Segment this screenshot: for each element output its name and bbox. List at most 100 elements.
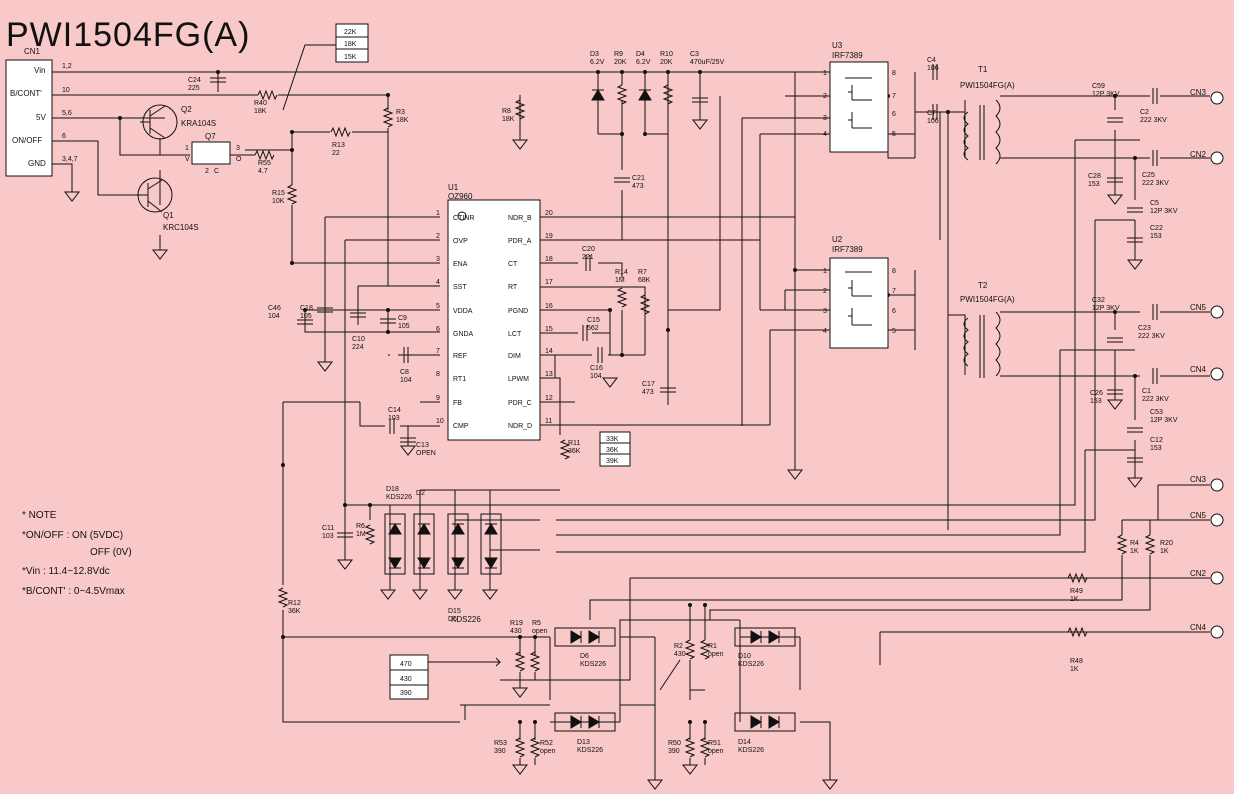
r48-value: 1K <box>1070 666 1079 673</box>
r13-symbol <box>330 126 351 138</box>
q2-part: KRA104S <box>181 119 216 128</box>
u2-pin8: 8 <box>892 268 896 275</box>
u1-pin-19-num: 19 <box>545 233 553 240</box>
u1-ref: U1 <box>448 183 459 192</box>
r40-option-2: 15K <box>344 54 357 61</box>
u2-part: IRF7389 <box>832 245 863 254</box>
c12-value: 153 <box>1150 445 1162 452</box>
d18-ref: D18 <box>386 486 399 493</box>
c8-symbol <box>403 347 409 363</box>
c5-value: 12P 3KV <box>1150 208 1178 215</box>
c14-ref: C14 <box>388 407 401 414</box>
r9-value: 20K <box>614 59 627 66</box>
u3-mosfet: U3 IRF7389 1 2 3 4 8 7 6 5 <box>823 41 896 153</box>
u1-pin-15-num: 15 <box>545 326 553 333</box>
r50-symbol <box>684 737 696 758</box>
cn2-top-label: CN2 <box>1190 150 1207 159</box>
r49-symbol <box>1067 572 1088 584</box>
c24-ref: C24 <box>188 77 201 84</box>
c21-value: 473 <box>632 183 644 190</box>
r11-option-0: 33K <box>606 436 619 443</box>
r11-option-2: 39K <box>606 458 619 465</box>
r5-value: open <box>532 628 548 635</box>
c15-value: 562 <box>587 325 599 332</box>
r11-option-1: 36K <box>606 447 619 454</box>
diode-pack-body <box>413 513 435 575</box>
r49-value: 1K <box>1070 596 1079 603</box>
c5-symbol <box>1127 207 1143 213</box>
note-line-bcont: *B/CONT' : 0~4.5Vmax <box>22 586 125 597</box>
r3-symbol <box>382 107 394 128</box>
u3-pin4: 4 <box>823 131 827 138</box>
note-line-vin: *Vin : 11.4~12.8Vdc <box>22 566 110 577</box>
diode-icon <box>750 715 762 729</box>
q7-pin3-name: O <box>236 156 242 163</box>
r12-symbol <box>277 587 289 608</box>
c46-value: 104 <box>268 313 280 320</box>
d3-symbol <box>591 89 605 101</box>
q1-part: KRC104S <box>163 223 199 232</box>
cn2-bot-label: CN2 <box>1190 569 1207 578</box>
d15-value: D5 <box>448 616 457 623</box>
q7-ref: Q7 <box>205 132 216 141</box>
r10-ref: R10 <box>660 51 673 58</box>
diode-pack-body <box>554 627 616 647</box>
c7-ref: C7 <box>927 110 936 117</box>
ground-icon <box>1126 477 1144 488</box>
r19-value: 430 <box>510 628 522 635</box>
r3-ref: R3 <box>396 109 405 116</box>
u1-pin-16-num: 16 <box>545 303 553 310</box>
d2-ref: D2 <box>416 490 425 497</box>
diode-icon <box>588 715 600 729</box>
ground-icon <box>336 559 354 570</box>
u3-pin2: 2 <box>823 93 827 100</box>
d6-ref: D6 <box>580 653 589 660</box>
u1-pin-4-name: SST <box>453 284 467 291</box>
u1-pin-11-num: 11 <box>545 418 552 425</box>
r50-ref: R50 <box>668 740 681 747</box>
c3-ref: C3 <box>690 51 699 58</box>
t2-part: PWI1504FG(A) <box>960 295 1015 304</box>
d14-ref: D14 <box>738 739 751 746</box>
cn1-pin-gnd-num: 3,4,7 <box>62 156 78 163</box>
t1-transformer: T1 PWI1504FG(A) <box>960 65 1015 165</box>
c26-symbol <box>1107 389 1123 395</box>
r2-ref: R2 <box>674 643 683 650</box>
r15-ref: R15 <box>272 190 285 197</box>
junction-dots <box>118 70 1137 724</box>
diode-icon <box>570 630 582 644</box>
diode-icon <box>588 630 600 644</box>
component-d4: D46.2V <box>636 51 652 101</box>
c18-ref: C18 <box>300 305 313 312</box>
r14-ref: R14 <box>615 269 628 276</box>
c23-symbol <box>1152 304 1158 320</box>
r19-option-1: 430 <box>400 676 412 683</box>
d4-ref: D4 <box>636 51 645 58</box>
c10-symbol <box>350 312 366 318</box>
diode-icon <box>388 557 402 569</box>
diode-pack-body <box>554 712 616 732</box>
u1-pin-4-num: 4 <box>436 279 440 286</box>
r50-value: 390 <box>668 748 680 755</box>
ground-icon <box>821 779 839 790</box>
u1-pin-9-name: FB <box>453 400 462 407</box>
r40-option-1: 18K <box>344 41 357 48</box>
d6-value: KDS226 <box>580 661 606 668</box>
r19-option-0: 470 <box>400 661 412 668</box>
schematic-title: PWI1504FG(A) <box>6 16 250 54</box>
r51-ref: R51 <box>708 740 721 747</box>
